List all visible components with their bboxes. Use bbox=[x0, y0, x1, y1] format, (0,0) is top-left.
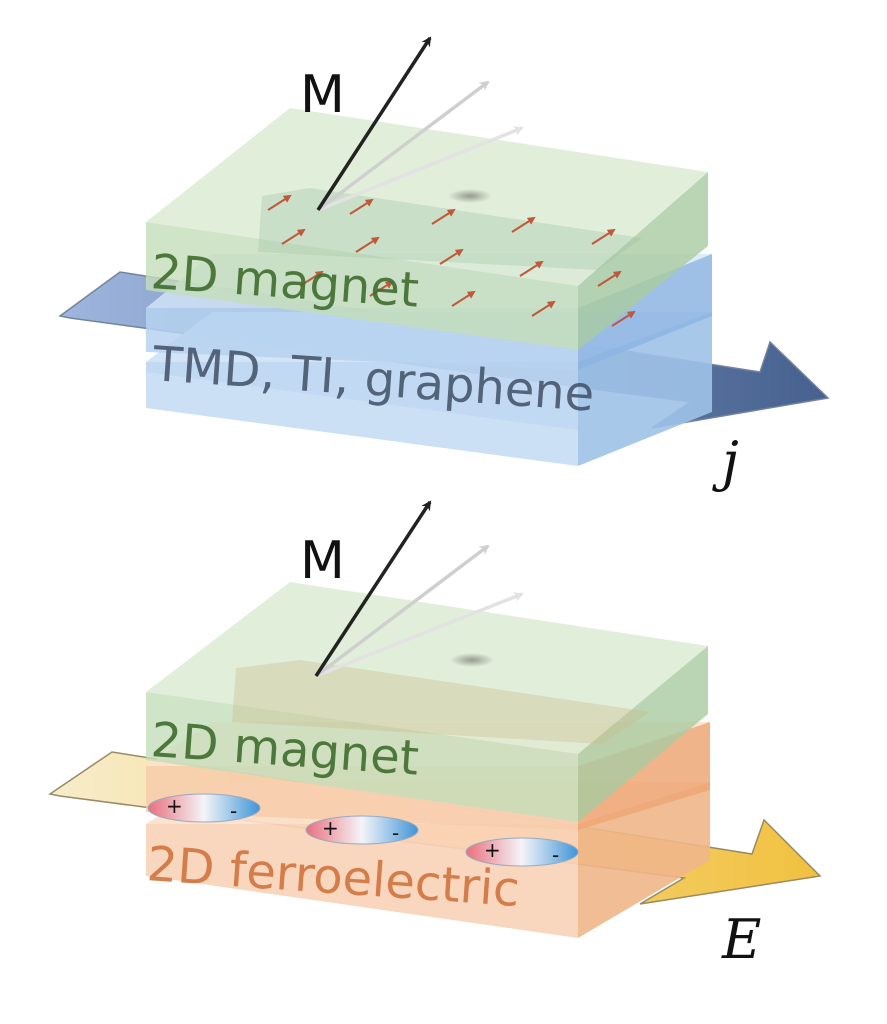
magnetization-arrow bbox=[314, 500, 432, 677]
bottom-panel: + - + - + - M 2D magnet 2D ferroelectric… bbox=[48, 500, 822, 971]
spin-arrow bbox=[281, 228, 306, 245]
spin-arrow bbox=[369, 280, 394, 297]
dipole-plus-sign: + bbox=[166, 794, 183, 818]
magnetization-ghost-arrow-1 bbox=[316, 80, 490, 212]
shadow-blob bbox=[450, 653, 494, 667]
spin-arrows bbox=[267, 194, 636, 327]
top-panel: M 2D magnet TMD, TI, graphene j bbox=[58, 36, 830, 493]
dipole-minus-sign: - bbox=[392, 821, 399, 845]
dipole-plus-sign: + bbox=[322, 816, 339, 840]
magnetization-ghost-arrow-1 bbox=[314, 544, 490, 678]
dipole: + - bbox=[305, 815, 419, 845]
dipole-plus-sign: + bbox=[484, 838, 501, 862]
spin-arrow bbox=[451, 290, 476, 307]
magnet-layer-bottom bbox=[146, 582, 708, 822]
spin-arrow bbox=[611, 310, 636, 327]
spin-arrow bbox=[299, 270, 324, 287]
magnetization-label: M bbox=[300, 531, 345, 591]
spin-arrow bbox=[355, 236, 380, 253]
dipole: + - bbox=[147, 793, 261, 823]
magnetization-label: M bbox=[300, 65, 345, 125]
magnetization-ghost-arrow-2 bbox=[315, 592, 524, 678]
spin-arrow bbox=[439, 248, 464, 265]
shadow-blob bbox=[448, 189, 492, 203]
spin-arrow bbox=[511, 216, 536, 233]
current-label: j bbox=[712, 430, 739, 493]
dipole-minus-sign: - bbox=[230, 799, 237, 823]
dipole-minus-sign: - bbox=[552, 843, 559, 867]
spin-arrow bbox=[591, 228, 616, 245]
spin-arrow bbox=[349, 198, 374, 215]
spin-arrow bbox=[597, 270, 622, 287]
spin-arrow bbox=[431, 208, 456, 225]
field-label: E bbox=[721, 908, 761, 971]
dipole: + - bbox=[465, 837, 579, 867]
spin-arrow bbox=[531, 300, 556, 317]
magnetization-arrow bbox=[316, 36, 432, 211]
spin-arrow bbox=[519, 260, 544, 277]
spin-arrow bbox=[267, 194, 292, 211]
magnetization-ghost-arrow-2 bbox=[317, 126, 524, 212]
